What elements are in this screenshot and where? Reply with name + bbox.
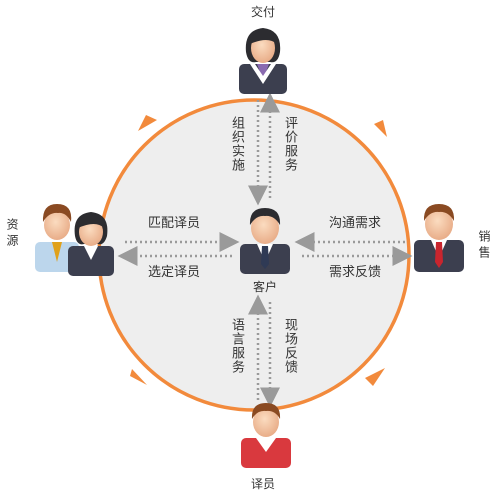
female-manager-icon [239,28,287,94]
node-label-left: 资源 [5,218,19,250]
flow-label-left-right: 匹配译员 [148,216,201,231]
flow-label-bottom-down: 现场反馈 [282,318,297,374]
resource-pair-icon [35,204,114,276]
flow-label-top-down: 组织实施 [229,116,244,172]
flow-label-right-left: 选定译员 [148,265,201,280]
translator-icon [241,403,291,468]
client-person-icon [240,208,290,274]
ring-arrow-bottom-left [130,369,147,385]
node-label-right: 销售 [477,230,491,262]
flow-label-bottom-up: 语言服务 [229,318,244,374]
ring-arrow-top-right [374,120,387,137]
flow-label-client-to-sales: 需求反馈 [329,265,382,280]
flow-label-sales-to-client: 沟通需求 [329,216,382,231]
node-label-top: 交付 [251,5,276,19]
ring-arrow-bottom-right [365,368,385,386]
ring-arrow-top-left [138,115,157,131]
node-label-center: 客户 [253,280,278,294]
sales-person-icon [414,204,464,272]
node-label-bottom: 译员 [251,477,276,491]
flow-label-top-up: 评价服务 [282,116,297,172]
